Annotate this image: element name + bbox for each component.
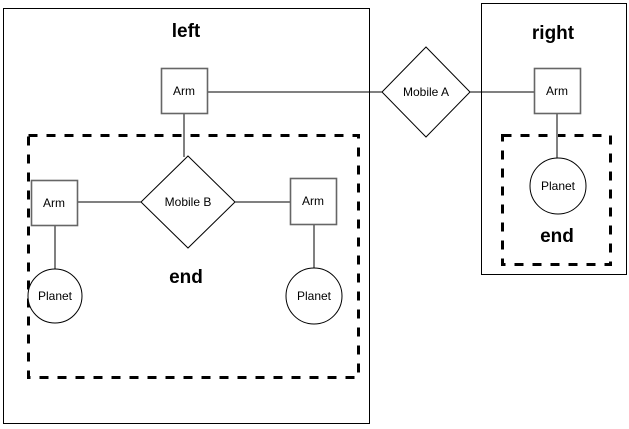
node-mobile-b[interactable]: [140, 155, 236, 249]
container-left-end-group[interactable]: [27, 134, 360, 379]
container-label-left-group: left: [171, 21, 201, 42]
node-arm-left-inner[interactable]: [30, 179, 79, 227]
container-label-right-end-group: end: [540, 226, 574, 247]
container-left-group[interactable]: [3, 8, 370, 424]
node-planet-far-right[interactable]: [529, 157, 587, 215]
edges-layer: [54, 91, 558, 269]
node-arm-right-inner[interactable]: [289, 177, 338, 226]
container-label-right-group: right: [531, 23, 575, 44]
node-mobile-a[interactable]: [381, 46, 471, 138]
node-arm-right-top[interactable]: [533, 67, 582, 115]
node-planet-right[interactable]: [285, 267, 343, 325]
container-right-group[interactable]: [481, 3, 627, 275]
node-planet-left[interactable]: [27, 268, 83, 324]
node-arm-left-top[interactable]: [160, 67, 209, 115]
container-label-left-end-group: end: [169, 267, 203, 288]
nodes-layer: [27, 46, 587, 325]
